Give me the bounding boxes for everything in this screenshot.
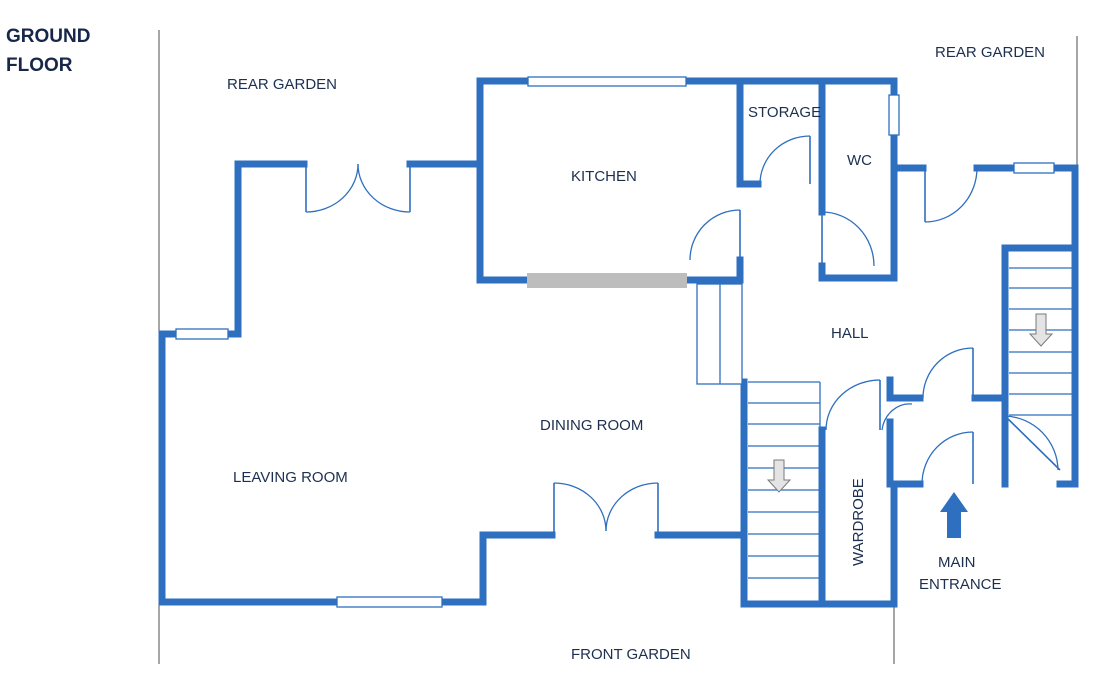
leaving-room-side-window	[175, 328, 229, 340]
label-front-garden: FRONT GARDEN	[571, 646, 691, 663]
label-hall: HALL	[831, 325, 869, 342]
kitchen-window	[527, 76, 687, 87]
stair-cupboard-door	[1004, 415, 1061, 471]
main-entrance-door	[921, 431, 974, 485]
kitchen-dining-opening	[527, 273, 687, 288]
label-storage: STORAGE	[748, 104, 821, 121]
label-leaving-room: LEAVING ROOM	[233, 469, 348, 486]
label-wardrobe: WARDROBE	[850, 478, 867, 566]
labels: GROUND FLOOR REAR GARDEN REAR GARDEN FRO…	[6, 26, 1045, 663]
wc-door	[821, 211, 875, 267]
storage-door	[759, 135, 811, 185]
label-kitchen: KITCHEN	[571, 168, 637, 185]
title-line-1: GROUND	[6, 26, 90, 47]
windows	[175, 76, 1055, 608]
title-line-2: FLOOR	[6, 55, 73, 76]
hall-swing-arc	[881, 403, 913, 431]
label-dining-room: DINING ROOM	[540, 417, 643, 434]
label-entrance-line-2: ENTRANCE	[919, 576, 1002, 593]
dining-double-door	[553, 482, 659, 535]
entrance-arrow	[940, 492, 968, 538]
rear-right-window	[1013, 162, 1055, 174]
label-wc: WC	[847, 152, 872, 169]
doors	[305, 135, 1061, 535]
label-rear-garden-right: REAR GARDEN	[935, 44, 1045, 61]
wc-window	[888, 94, 900, 136]
wardrobe-door	[825, 379, 881, 431]
label-rear-garden-left: REAR GARDEN	[227, 76, 337, 93]
hall-inner-door	[922, 347, 974, 399]
main-staircase	[748, 381, 821, 579]
rear-right-door	[924, 167, 978, 223]
kitchen-door	[689, 209, 741, 261]
walls	[158, 77, 1079, 608]
stair-down-arrow-right	[1028, 313, 1054, 347]
front-window	[336, 596, 443, 608]
stair-down-arrow-left	[766, 459, 792, 493]
label-entrance-line-1: MAIN	[938, 554, 976, 571]
staircases	[696, 267, 1072, 579]
garden-double-door	[305, 163, 411, 213]
